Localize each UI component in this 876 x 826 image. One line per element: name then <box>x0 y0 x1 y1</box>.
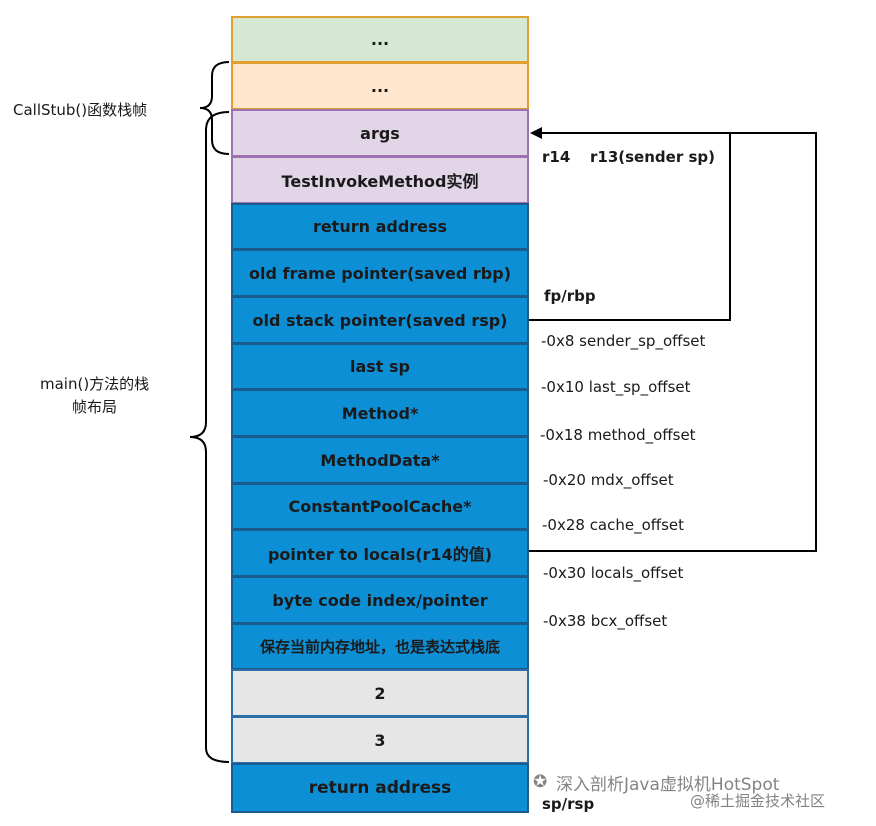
register-r13: r13(sender sp) <box>590 148 715 166</box>
register-sp: sp/rsp <box>542 795 595 813</box>
offset-sender-sp: -0x8 sender_sp_offset <box>541 332 706 350</box>
stack-cell-pointer-to-locals: pointer to locals(r14的值) <box>231 529 529 577</box>
stack-cell-return-address: return address <box>231 203 529 250</box>
register-r14: r14 <box>542 148 571 166</box>
callstub-frame-label: CallStub()函数栈帧 <box>13 101 148 119</box>
sender-sp-arrow <box>529 127 731 321</box>
locals-pointer-line <box>529 132 817 552</box>
main-frame-label-line2: 帧布局 <box>72 398 118 416</box>
stack-cell-method-data: MethodData* <box>231 436 529 484</box>
stack-cell-bytecode-index: byte code index/pointer <box>231 576 529 624</box>
watermark-wechat-icon: ✪ <box>533 772 548 792</box>
offset-locals: -0x30 locals_offset <box>543 564 684 582</box>
stack-cell-value-2: 2 <box>231 669 529 717</box>
watermark-line2: @稀土掘金技术社区 <box>690 792 826 810</box>
offset-last-sp: -0x10 last_sp_offset <box>541 378 691 396</box>
callstub-brace <box>199 61 230 155</box>
offset-cache: -0x28 cache_offset <box>542 516 685 534</box>
offset-bcx: -0x38 bcx_offset <box>543 612 668 630</box>
stack-cell-value-3: 3 <box>231 716 529 764</box>
offset-mdx: -0x20 mdx_offset <box>543 471 674 489</box>
offset-method: -0x18 method_offset <box>540 426 696 444</box>
register-fp: fp/rbp <box>544 287 596 305</box>
main-brace <box>189 111 230 763</box>
stack-cell-args: args <box>231 109 529 157</box>
stack-cell-upper-frame: ... <box>231 16 529 63</box>
main-frame-label-line1: main()方法的栈 <box>40 375 150 393</box>
stack-cell-expression-stack-bottom: 保存当前内存地址，也是表达式栈底 <box>231 623 529 670</box>
stack-cell-old-stack-pointer: old stack pointer(saved rsp) <box>231 296 529 344</box>
watermark-line1: 深入剖析Java虚拟机HotSpot <box>556 775 780 795</box>
stack-cell-old-frame-pointer: old frame pointer(saved rbp) <box>231 249 529 297</box>
stack-cell-return-address-bottom: return address <box>231 763 529 813</box>
